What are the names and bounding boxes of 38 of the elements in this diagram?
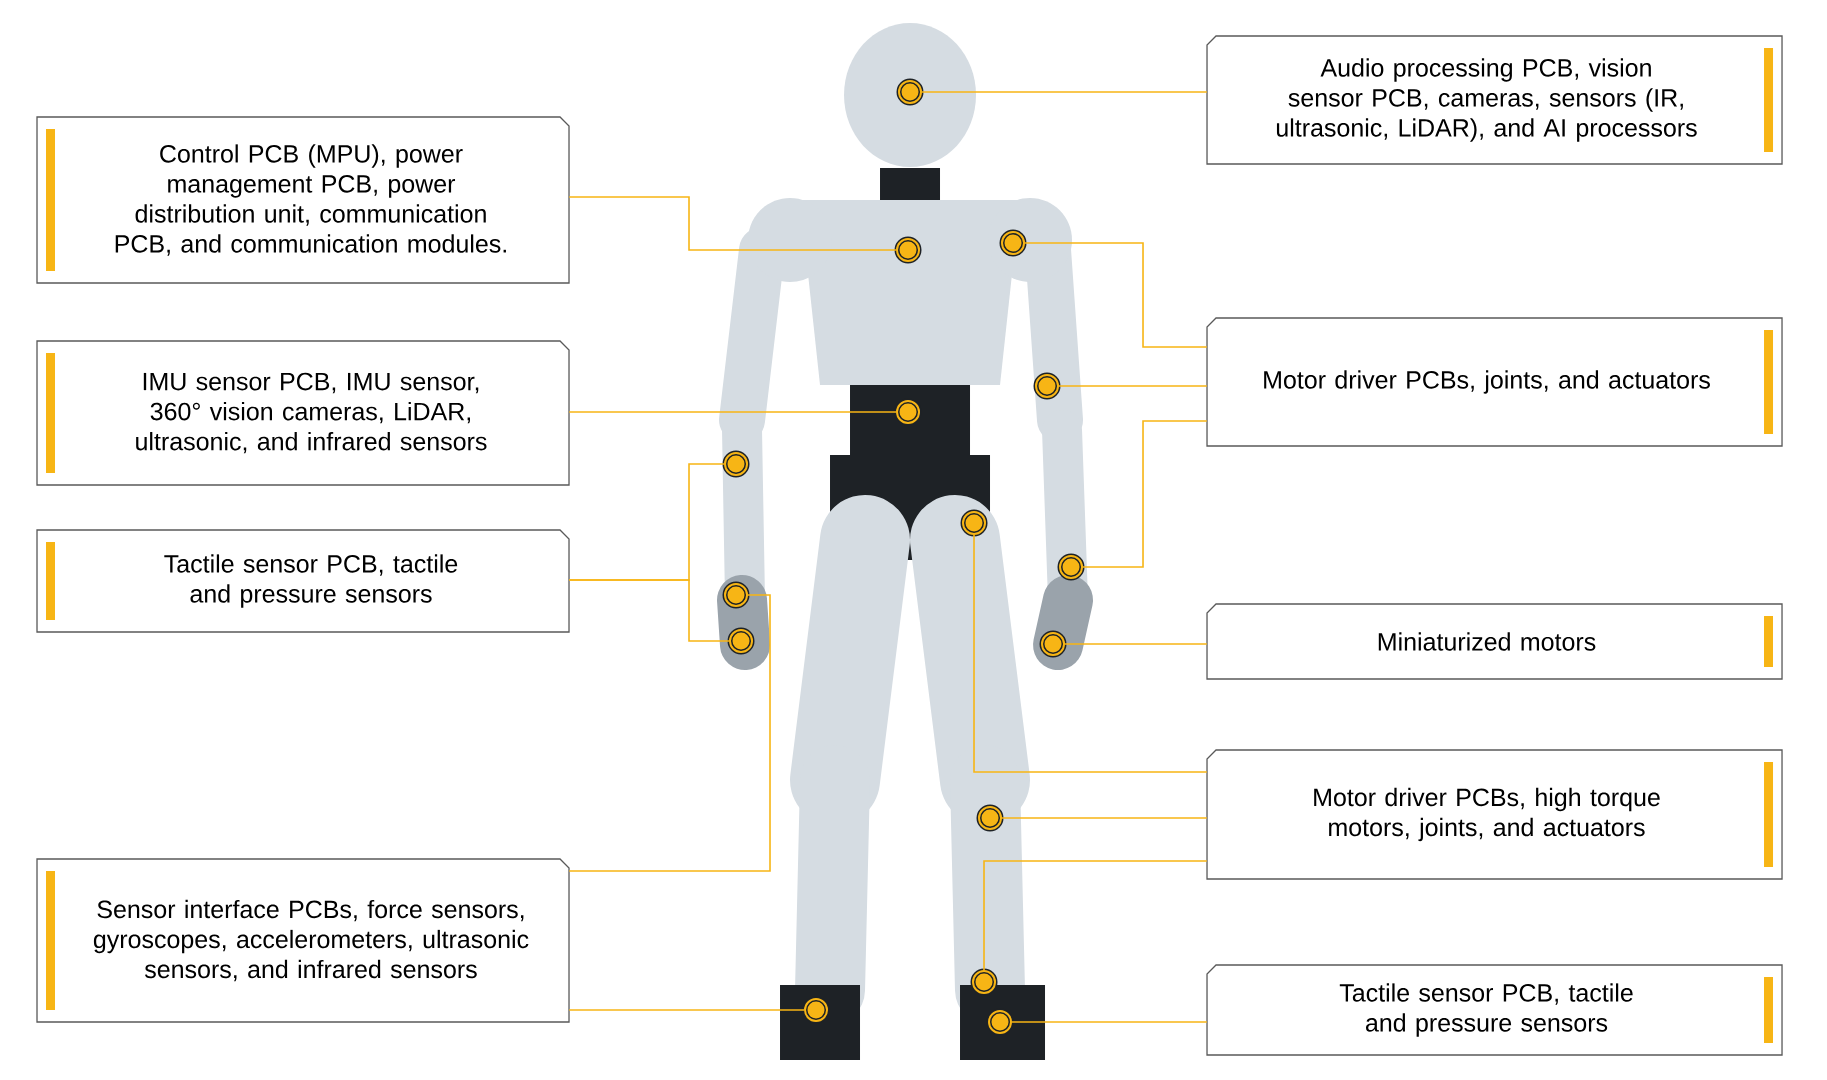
leader-line xyxy=(1000,817,1208,819)
marker-dot xyxy=(727,627,755,655)
marker-dot xyxy=(1057,553,1085,581)
leader-line xyxy=(568,411,898,413)
leader-line xyxy=(983,860,1208,972)
leader-line xyxy=(568,196,898,251)
leader-line xyxy=(1057,385,1208,387)
leader-line xyxy=(568,579,731,642)
leader-line xyxy=(1010,1021,1208,1023)
text-box: Control PCB (MPU), power management PCB, power distribution unit, communication PCB, and communication modules. xyxy=(36,116,570,284)
marker-dot xyxy=(1033,372,1061,400)
marker-dot xyxy=(976,804,1004,832)
marker-dot xyxy=(999,229,1027,257)
marker-dot xyxy=(894,236,922,264)
marker-dot xyxy=(722,450,750,478)
marker-dot xyxy=(896,78,924,106)
leader-line xyxy=(920,91,1208,93)
marker-dot xyxy=(970,968,998,996)
marker-dot xyxy=(894,398,922,426)
marker-dot xyxy=(1039,630,1067,658)
text-box: Miniaturized motors xyxy=(1206,603,1783,680)
text-box: Sensor interface PCBs, force sensors, gyroscopes, accelerometers, ultrasonic sensors, and infrared sensors xyxy=(36,858,570,1023)
leader-line xyxy=(973,533,1208,773)
leader-line xyxy=(1081,420,1208,568)
leader-line xyxy=(568,1009,806,1011)
text-box: Motor driver PCBs, high torque motors, joints, and actuators xyxy=(1206,749,1783,880)
text-box: Tactile sensor PCB, tactile and pressure sensors xyxy=(1206,964,1783,1056)
marker-dot xyxy=(960,509,988,537)
text-box: Audio processing PCB, vision sensor PCB, cameras, sensors (IR, ultrasonic, LiDAR), and AI processors xyxy=(1206,35,1783,165)
leader-line xyxy=(1063,643,1208,645)
text-box: IMU sensor PCB, IMU sensor, 360° vision cameras, LiDAR, ultrasonic, and infrared sensors xyxy=(36,340,570,486)
leader-line xyxy=(568,594,771,872)
text-box: Tactile sensor PCB, tactile and pressure sensors xyxy=(36,529,570,633)
leader-line xyxy=(1023,242,1208,348)
marker-dot xyxy=(986,1008,1014,1036)
marker-dot xyxy=(802,996,830,1024)
text-box: Motor driver PCBs, joints, and actuators xyxy=(1206,317,1783,447)
marker-dot xyxy=(722,581,750,609)
